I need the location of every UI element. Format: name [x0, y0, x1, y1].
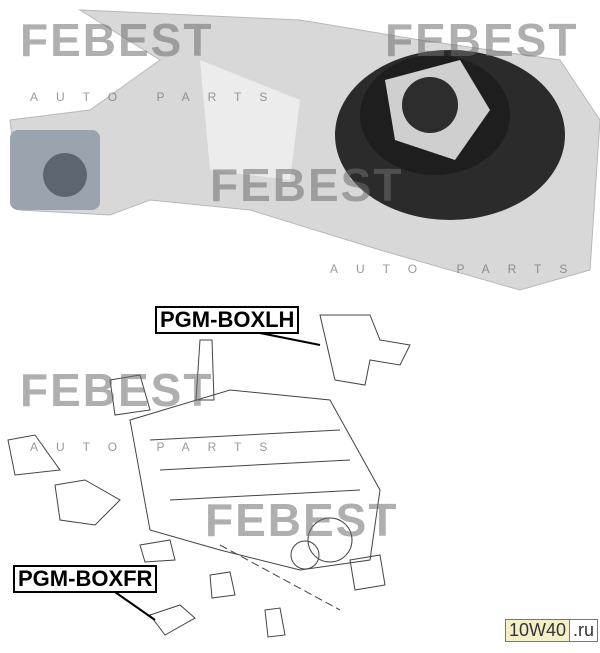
watermark: FEBEST: [210, 159, 404, 211]
product-photo: [9, 9, 600, 291]
logo-main: 10W40: [506, 620, 570, 641]
engine-block: [129, 389, 381, 571]
watermark: FEBEST: [20, 14, 214, 66]
watermark: FEBEST: [20, 364, 214, 416]
watermark-sub: AUTO PARTS: [30, 440, 286, 454]
site-logo: 10W40 .ru: [505, 619, 599, 642]
mount-lh: [319, 314, 411, 386]
bracket-lh: [195, 339, 215, 401]
watermark: FEBEST: [385, 14, 579, 66]
engine-diagram: [0, 300, 425, 648]
watermark-sub: AUTO PARTS: [30, 90, 286, 104]
watermark-sub: AUTO PARTS: [330, 262, 586, 276]
watermark: FEBEST: [205, 494, 399, 546]
logo-domain: .ru: [569, 620, 598, 641]
part-label-lh: PGM-BOXLH: [155, 306, 300, 334]
mount-fr: [149, 604, 196, 636]
part-label-fr: PGM-BOXFR: [13, 565, 158, 593]
